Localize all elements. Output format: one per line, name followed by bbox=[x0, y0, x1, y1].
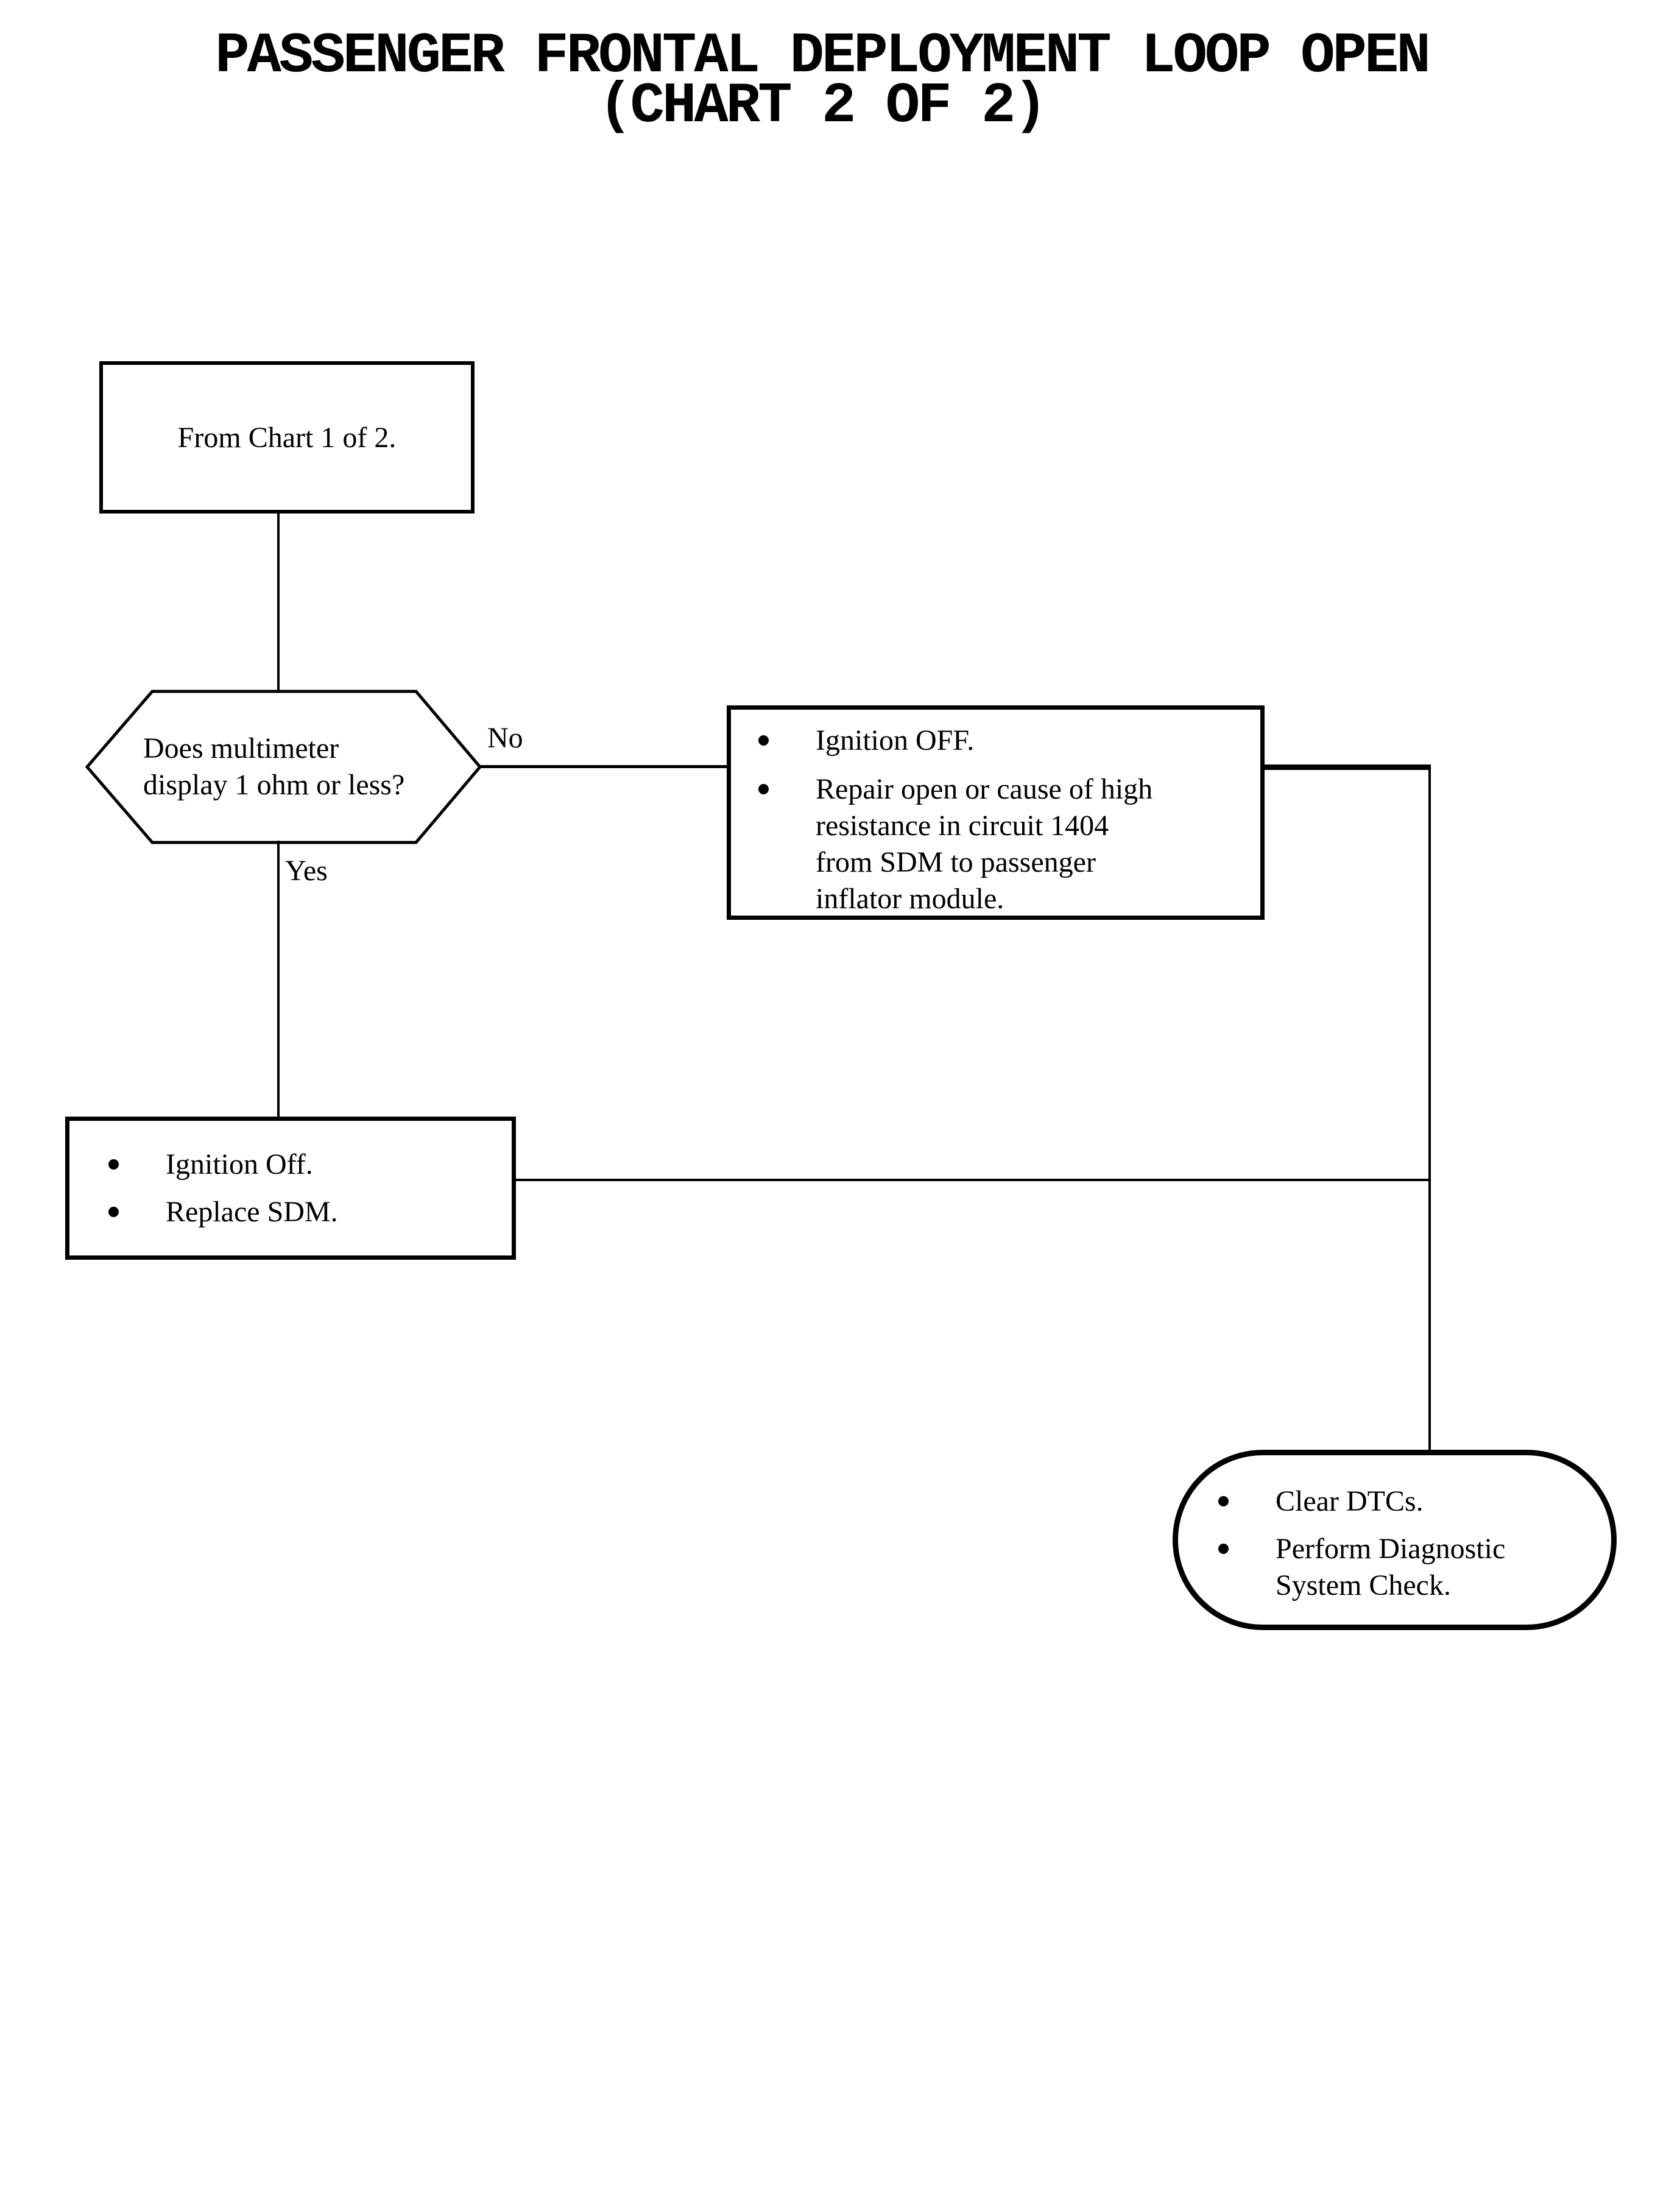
start-node-from-chart: From Chart 1 of 2. bbox=[99, 361, 475, 514]
list-item-text: Repair open or cause of high resistance … bbox=[816, 771, 1152, 917]
edge-label-no: No bbox=[487, 722, 523, 754]
page-title-line-2: (CHART 2 OF 2) bbox=[598, 74, 1048, 139]
list-item: Replace SDM. bbox=[108, 1194, 512, 1230]
list-item-text: Clear DTCs. bbox=[1276, 1483, 1424, 1520]
decision-question: Does multimeter display 1 ohm or less? bbox=[143, 730, 404, 803]
list-item-text: Ignition OFF. bbox=[816, 722, 974, 759]
bullet-icon bbox=[758, 784, 769, 794]
connector-no-box-to-merge bbox=[1260, 764, 1431, 770]
page-title-line-1: PASSENGER FRONTAL DEPLOYMENT LOOP OPEN bbox=[215, 24, 1431, 89]
bullet-icon bbox=[1218, 1496, 1229, 1506]
bullet-icon bbox=[108, 1206, 119, 1217]
edge-label-yes: Yes bbox=[285, 855, 328, 887]
bullet-icon bbox=[758, 735, 769, 746]
list-item-text: Perform Diagnostic System Check. bbox=[1276, 1531, 1505, 1604]
list-item: Perform Diagnostic System Check. bbox=[1218, 1531, 1611, 1604]
no-box-item-2-line-1: Repair open or cause of high bbox=[816, 773, 1153, 805]
decision-question-line-1: Does multimeter bbox=[143, 732, 339, 764]
decision-node-multimeter: Does multimeter display 1 ohm or less? bbox=[85, 690, 481, 844]
yes-box-item-1-line-1: Ignition Off. bbox=[166, 1148, 313, 1181]
bullet-icon bbox=[108, 1159, 119, 1170]
connector-start-to-decision bbox=[277, 513, 280, 693]
connector-decision-to-no-box bbox=[479, 765, 727, 768]
page-title: PASSENGER FRONTAL DEPLOYMENT LOOP OPEN (… bbox=[0, 24, 1662, 139]
no-box-item-2-line-4: inflator module. bbox=[816, 883, 1004, 915]
end-box-item-1-line-1: Clear DTCs. bbox=[1276, 1485, 1424, 1517]
connector-yes-box-to-merge bbox=[516, 1179, 1430, 1181]
connector-merge-to-end bbox=[1428, 766, 1431, 1452]
list-item-text: Ignition Off. bbox=[166, 1146, 313, 1183]
list-item: Ignition OFF. bbox=[758, 722, 1254, 759]
end-node-diagnostic-check: Clear DTCs. Perform Diagnostic System Ch… bbox=[1173, 1450, 1617, 1630]
end-box-item-2-line-2: System Check. bbox=[1276, 1569, 1451, 1601]
list-item: Ignition Off. bbox=[108, 1146, 512, 1183]
start-node-label: From Chart 1 of 2. bbox=[177, 421, 397, 454]
action-node-replace-sdm: Ignition Off. Replace SDM. bbox=[65, 1117, 516, 1260]
no-box-item-2-line-2: resistance in circuit 1404 bbox=[816, 810, 1109, 842]
connector-decision-to-yes-box bbox=[277, 841, 280, 1118]
no-box-item-1-line-1: Ignition OFF. bbox=[816, 724, 975, 757]
list-item: Repair open or cause of high resistance … bbox=[758, 771, 1254, 917]
decision-question-line-2: display 1 ohm or less? bbox=[143, 769, 405, 801]
no-box-item-2-line-3: from SDM to passenger bbox=[816, 846, 1096, 878]
yes-box-item-2-line-1: Replace SDM. bbox=[166, 1195, 338, 1228]
action-node-repair-circuit: Ignition OFF. Repair open or cause of hi… bbox=[727, 705, 1265, 920]
list-item: Clear DTCs. bbox=[1218, 1483, 1611, 1520]
list-item-text: Replace SDM. bbox=[166, 1194, 338, 1230]
end-box-item-2-line-1: Perform Diagnostic bbox=[1276, 1533, 1506, 1565]
bullet-icon bbox=[1218, 1544, 1229, 1554]
